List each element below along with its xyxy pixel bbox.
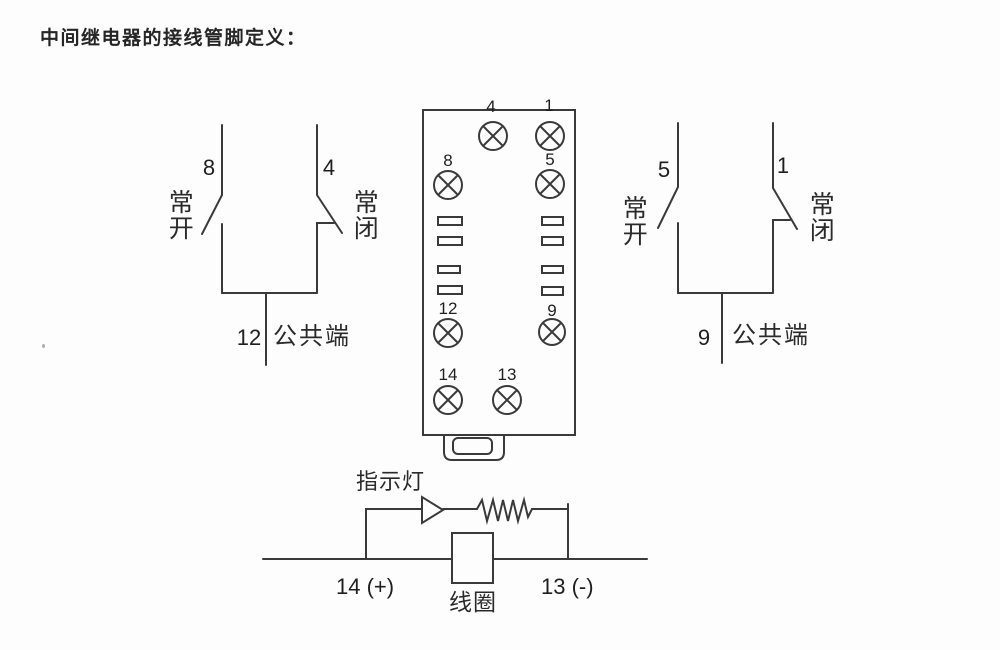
right-switch-nc-pin-number: 1 xyxy=(776,153,790,178)
right-switch-common-label: 公共端 xyxy=(732,322,810,349)
socket-pin-number-4: 4 xyxy=(486,97,496,116)
page-title: 中间继电器的接线管脚定义： xyxy=(40,28,307,49)
socket-pin-number-8: 8 xyxy=(443,151,453,170)
slot xyxy=(541,216,564,226)
terminal-pin-12 xyxy=(433,318,463,348)
resistor-zigzag xyxy=(476,496,533,525)
slot xyxy=(541,236,564,246)
right-nc-contact-line xyxy=(772,122,798,230)
socket-outline xyxy=(422,109,576,436)
left-switch-symbol xyxy=(201,124,343,366)
right-switch-symbol xyxy=(657,122,798,364)
slot xyxy=(541,286,564,296)
socket-pin-number-12: 12 xyxy=(438,299,458,318)
right-switch-no-label: 常开 xyxy=(619,195,648,247)
terminal-pin-13 xyxy=(492,385,522,415)
socket-pin-number-1: 1 xyxy=(544,96,554,115)
slot xyxy=(437,216,463,226)
left-nc-contact-line xyxy=(316,124,343,234)
terminal-pin-5 xyxy=(535,169,565,199)
socket-slots xyxy=(437,216,564,296)
slot xyxy=(437,265,461,274)
terminal-pin-14 xyxy=(433,385,463,415)
terminal-pin-1 xyxy=(535,121,565,151)
socket-tab-inner xyxy=(452,437,493,455)
left-switch-nc-pin-number: 4 xyxy=(322,155,336,180)
socket-pin-number-13: 13 xyxy=(497,365,517,384)
right-nc-terminal-line xyxy=(772,219,791,294)
left-no-contact-line xyxy=(201,124,223,235)
indicator-branch-left xyxy=(365,508,423,560)
coil-positive-terminal-label: 14 (+) xyxy=(336,574,395,599)
coil-label: 线圈 xyxy=(449,589,497,615)
indicator-lamp-label: 指示灯 xyxy=(356,469,426,494)
slot xyxy=(437,285,463,295)
slot xyxy=(541,265,564,274)
coil-negative-terminal-label: 13 (-) xyxy=(541,574,594,599)
socket-tab-outer xyxy=(443,434,505,461)
socket-body xyxy=(422,109,576,461)
socket-pin-number-5: 5 xyxy=(545,150,555,169)
scan-speck xyxy=(42,344,45,348)
left-nc-terminal-line xyxy=(316,222,335,294)
right-switch-no-pin-number: 5 xyxy=(657,157,671,182)
socket-pin-number-14: 14 xyxy=(438,365,458,384)
coil-circuit xyxy=(262,495,648,584)
slot xyxy=(437,236,463,246)
left-switch-no-label: 常开 xyxy=(165,189,194,241)
terminal-pin-4 xyxy=(478,121,508,151)
terminal-pin-9 xyxy=(538,318,566,346)
left-switch-common-pin-number: 12 xyxy=(236,325,262,350)
right-no-contact-line xyxy=(657,122,679,229)
left-switch-nc-label: 常闭 xyxy=(350,189,379,241)
left-switch-common-label: 公共端 xyxy=(273,323,351,350)
socket-terminals xyxy=(433,121,566,415)
right-switch-common-pin-number: 9 xyxy=(697,325,711,350)
indicator-lamp-triangle xyxy=(421,495,445,525)
coil-box xyxy=(451,532,494,584)
left-switch-no-pin-number: 8 xyxy=(202,155,216,180)
right-switch-nc-label: 常闭 xyxy=(806,191,835,243)
terminal-pin-8 xyxy=(433,170,463,200)
socket-pin-number-9: 9 xyxy=(547,301,557,320)
